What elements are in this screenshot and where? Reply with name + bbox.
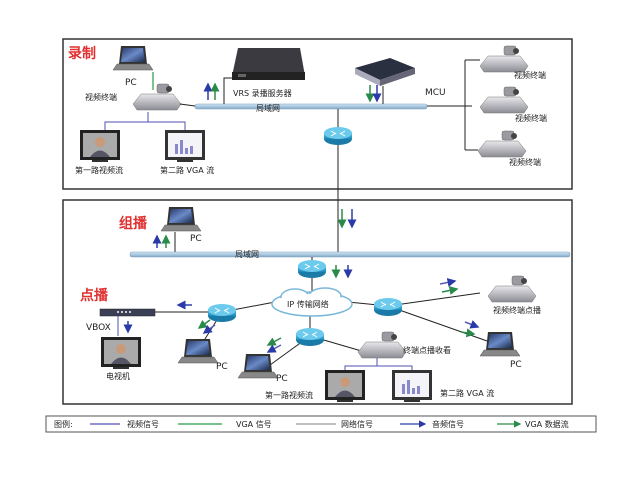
tv-label: 电视机 xyxy=(106,371,130,381)
legend-label-network: 网络信号 xyxy=(341,419,373,429)
right-terminals-links xyxy=(427,59,480,151)
terminal-video-links xyxy=(104,112,186,130)
vod-terminal-label: 视频终端点播 xyxy=(493,305,541,315)
legend: 图例: 视频信号 VGA 信号 网络信号 音频信号 VGA 数据流 xyxy=(45,415,597,433)
multicast-title: 组播 xyxy=(119,215,148,232)
vrs-lan-link xyxy=(223,77,238,104)
multicast-pc-label: PC xyxy=(190,234,202,244)
vod-router-right-icon[interactable] xyxy=(373,297,403,317)
legend-label-vga-flow: VGA 数据流 xyxy=(525,419,569,429)
stream1-monitor-icon xyxy=(80,130,120,162)
pc2-vga-arrow xyxy=(266,337,282,346)
record-lan-label: 局域网 xyxy=(256,103,280,113)
vod-router-center-icon[interactable] xyxy=(295,327,325,347)
pc2-audio-arrow xyxy=(266,344,282,353)
legend-title: 图例: xyxy=(54,419,73,429)
vod-pc-label-2: PC xyxy=(276,374,288,384)
vod-stream1-label: 第一路视频流 xyxy=(265,390,313,400)
watch-terminal-label: 终端点播收看 xyxy=(403,345,451,355)
pc3-audio-arrow xyxy=(464,320,480,329)
vod-pc-label-3: PC xyxy=(510,360,522,370)
record-stream1-label: 第一路视频流 xyxy=(75,165,123,175)
vrs-label: VRS 录播服务器 xyxy=(233,88,292,98)
right-terminal-label-2: 视频终端 xyxy=(515,113,547,123)
multicast-lan-label: 局域网 xyxy=(235,249,259,259)
record-stream2-label: 第二路 VGA 流 xyxy=(160,165,214,175)
stream2-monitor-icon xyxy=(165,130,205,162)
pc1-audio-arrow xyxy=(202,324,216,334)
record-lan-bar xyxy=(194,103,428,110)
vod-pc-label-1: PC xyxy=(216,362,228,372)
record-router-icon[interactable] xyxy=(323,126,353,146)
cloud-label: IP 传输网络 xyxy=(287,299,329,309)
distribution-section: 组播 PC 局域网 点播 IP 传输网络 xyxy=(62,199,573,405)
vod-router-left-icon[interactable] xyxy=(207,303,237,323)
record-pc-label: PC xyxy=(125,78,137,88)
vbox-label: VBOX xyxy=(86,323,111,333)
right-terminal-label-1: 视频终端 xyxy=(514,70,546,80)
tv-icon xyxy=(101,337,141,369)
vod-stream2-monitor-icon xyxy=(392,370,432,402)
vbox-icon[interactable] xyxy=(99,308,156,317)
legend-label-audio: 音频信号 xyxy=(432,419,464,429)
mcu-icon[interactable] xyxy=(355,58,415,86)
vrs-server-icon[interactable] xyxy=(232,48,305,80)
multicast-router-icon[interactable] xyxy=(297,259,327,279)
terminal-lan-link xyxy=(179,103,196,107)
multicast-lan-bar xyxy=(129,251,571,258)
record-title: 录制 xyxy=(68,45,96,62)
ip-network-cloud xyxy=(271,287,353,317)
pc3-vga-arrow xyxy=(460,328,476,338)
mcu-label: MCU xyxy=(425,88,446,98)
record-section: 录制 局域网 PC 视频终端 第一路视频流 第二路 VGA 流 VRS 录播服务… xyxy=(62,38,573,200)
vod-title: 点播 xyxy=(80,287,109,304)
legend-label-video: 视频信号 xyxy=(127,419,159,429)
record-terminal-label: 视频终端 xyxy=(85,92,117,102)
vod-stream1-monitor-icon xyxy=(325,370,365,402)
right-terminal-label-3: 视频终端 xyxy=(509,157,541,167)
legend-label-vga: VGA 信号 xyxy=(236,419,272,429)
pc1-vga-arrow xyxy=(197,319,211,329)
vod-stream2-label: 第二路 VGA 流 xyxy=(440,388,494,398)
vod-terminal-audio-arrow xyxy=(439,278,457,287)
vod-terminal-vga-arrow xyxy=(441,286,459,295)
